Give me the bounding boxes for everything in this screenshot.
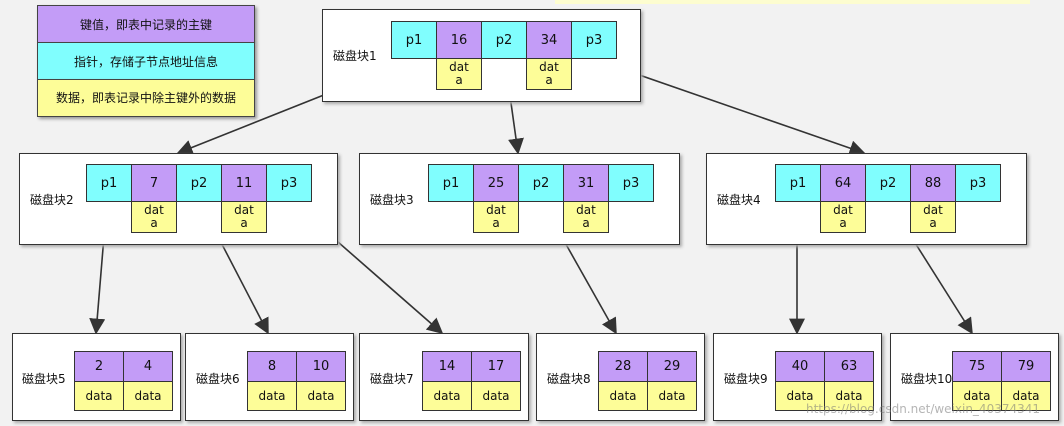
disk-block-6: 磁盘块6 8 10 data data [185, 333, 354, 421]
data-cell: data [473, 201, 519, 233]
data-cell: data [563, 201, 609, 233]
data-cell: data [436, 58, 482, 90]
block-label: 磁盘块4 [717, 193, 761, 207]
disk-block-3: 磁盘块3 p1 25 p2 31 p3 data data [359, 153, 680, 245]
legend-pointer: 指针，存储子节点地址信息 [37, 42, 255, 80]
key-cell: 8 [247, 351, 297, 382]
pointer-cell: p3 [955, 164, 1001, 202]
data-cell: data [296, 381, 346, 411]
key-cell: 25 [473, 164, 519, 202]
data-cell: data [775, 381, 825, 411]
data-cell: data [526, 58, 572, 90]
legend-key: 键值，即表中记录的主键 [37, 5, 255, 43]
key-cell: 63 [824, 351, 874, 382]
disk-block-8: 磁盘块8 28 29 data data [536, 333, 705, 421]
key-cell: 64 [820, 164, 866, 202]
key-cell: 11 [221, 164, 267, 202]
pointer-cell: p1 [428, 164, 474, 202]
pointer-cell: p3 [266, 164, 312, 202]
block-label: 磁盘块10 [901, 372, 953, 386]
disk-block-7: 磁盘块7 14 17 data data [359, 333, 529, 421]
pointer-cell: p2 [518, 164, 564, 202]
key-cell: 17 [471, 351, 521, 382]
disk-block-1: 磁盘块1 p1 16 p2 34 p3 data data [322, 9, 641, 102]
pointer-cell: p3 [608, 164, 654, 202]
block-label: 磁盘块5 [22, 372, 66, 386]
data-cell: data [123, 381, 173, 411]
disk-block-2: 磁盘块2 p1 7 p2 11 p3 data data [19, 153, 338, 245]
pointer-cell: p2 [176, 164, 222, 202]
pointer-cell: p1 [391, 21, 437, 59]
block-label: 磁盘块2 [30, 193, 74, 207]
disk-block-5: 磁盘块5 2 4 data data [12, 333, 181, 421]
watermark: https://blog.csdn.net/weixin_40374341 [806, 402, 1041, 416]
data-cell: data [1001, 381, 1051, 411]
key-cell: 28 [598, 351, 648, 382]
pointer-cell: p3 [571, 21, 617, 59]
data-cell: data [952, 381, 1002, 411]
block-label: 磁盘块6 [196, 372, 240, 386]
data-cell: data [422, 381, 472, 411]
legend-data: 数据，即表记录中除主键外的数据 [37, 79, 255, 117]
key-cell: 14 [422, 351, 472, 382]
block-label: 磁盘块3 [370, 193, 414, 207]
pointer-cell: p2 [481, 21, 527, 59]
key-cell: 7 [131, 164, 177, 202]
key-cell: 4 [123, 351, 173, 382]
top-highlight-band [555, 0, 1030, 4]
data-cell: data [820, 201, 866, 233]
key-cell: 31 [563, 164, 609, 202]
key-cell: 40 [775, 351, 825, 382]
disk-block-9: 磁盘块9 40 63 data data [713, 333, 882, 421]
key-cell: 75 [952, 351, 1002, 382]
block-label: 磁盘块9 [724, 372, 768, 386]
data-cell: data [824, 381, 874, 411]
key-cell: 29 [647, 351, 697, 382]
key-cell: 10 [296, 351, 346, 382]
data-cell: data [131, 201, 177, 233]
data-cell: data [598, 381, 648, 411]
data-cell: data [74, 381, 124, 411]
key-cell: 16 [436, 21, 482, 59]
key-cell: 2 [74, 351, 124, 382]
block-label: 磁盘块8 [547, 372, 591, 386]
disk-block-10: 磁盘块10 75 79 data data [890, 333, 1059, 421]
key-cell: 79 [1001, 351, 1051, 382]
key-cell: 34 [526, 21, 572, 59]
data-cell: data [247, 381, 297, 411]
block-label: 磁盘块7 [370, 372, 414, 386]
data-cell: data [910, 201, 956, 233]
data-cell: data [471, 381, 521, 411]
data-cell: data [647, 381, 697, 411]
block-label: 磁盘块1 [333, 49, 377, 63]
disk-block-4: 磁盘块4 p1 64 p2 88 p3 data data [706, 153, 1027, 245]
data-cell: data [221, 201, 267, 233]
key-cell: 88 [910, 164, 956, 202]
pointer-cell: p2 [865, 164, 911, 202]
pointer-cell: p1 [775, 164, 821, 202]
pointer-cell: p1 [86, 164, 132, 202]
